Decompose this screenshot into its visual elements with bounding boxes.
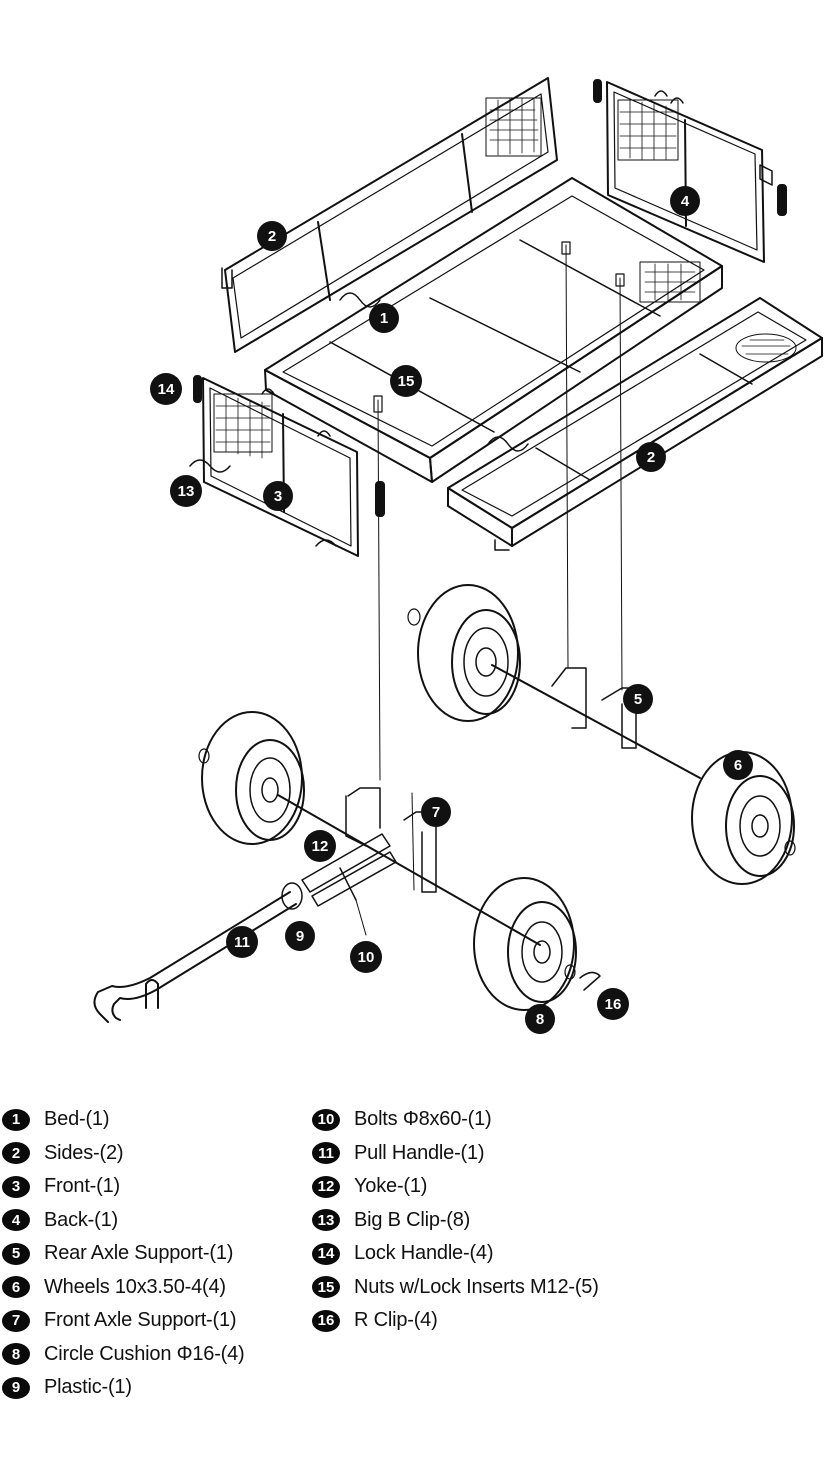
legend-label: Big B Clip-(8) bbox=[354, 1208, 471, 1231]
legend-badge: 14 bbox=[312, 1242, 340, 1265]
legend-label: Pull Handle-(1) bbox=[354, 1141, 485, 1164]
legend-badge: 7 bbox=[2, 1309, 30, 1332]
legend-label: Circle Cushion Φ16-(4) bbox=[44, 1342, 245, 1365]
svg-text:5: 5 bbox=[634, 691, 642, 708]
svg-text:8: 8 bbox=[536, 1011, 544, 1028]
callout-4: 4 bbox=[670, 186, 700, 216]
legend-label: Bed-(1) bbox=[44, 1108, 110, 1131]
svg-text:4: 4 bbox=[681, 193, 690, 210]
legend-label: Plastic-(1) bbox=[44, 1376, 132, 1399]
callout-1: 1 bbox=[369, 303, 399, 333]
legend-badge: 2 bbox=[2, 1142, 30, 1165]
legend-badge: 1 bbox=[2, 1108, 30, 1131]
legend-item-back: 4 Back-(1) bbox=[2, 1204, 245, 1238]
legend-badge: 16 bbox=[312, 1309, 340, 1332]
callout-9: 9 bbox=[285, 921, 315, 951]
callout-2: 2 bbox=[257, 221, 287, 251]
legend-badge: 4 bbox=[2, 1209, 30, 1232]
legend-label: Back-(1) bbox=[44, 1208, 118, 1231]
legend-item-nuts: 15 Nuts w/Lock Inserts M12-(5) bbox=[312, 1271, 599, 1305]
callout-8: 8 bbox=[525, 1004, 555, 1034]
callout-15: 15 bbox=[390, 365, 422, 397]
legend-item-big-b-clip: 13 Big B Clip-(8) bbox=[312, 1204, 599, 1238]
legend-item-rear-axle-support: 5 Rear Axle Support-(1) bbox=[2, 1237, 245, 1271]
legend-item-plastic: 9 Plastic-(1) bbox=[2, 1371, 245, 1405]
legend-badge: 10 bbox=[312, 1108, 340, 1131]
front-axle-assembly bbox=[198, 711, 601, 1011]
parts-legend-right: 10 Bolts Φ8x60-(1) 11 Pull Handle-(1) 12 Yo… bbox=[312, 1103, 599, 1338]
legend-label: Sides-(2) bbox=[44, 1141, 124, 1164]
svg-text:2: 2 bbox=[268, 228, 276, 245]
svg-text:6: 6 bbox=[734, 757, 742, 774]
callout-13: 13 bbox=[170, 475, 202, 507]
legend-badge: 6 bbox=[2, 1276, 30, 1299]
legend-label: Lock Handle-(4) bbox=[354, 1242, 494, 1265]
legend-item-sides: 2 Sides-(2) bbox=[2, 1137, 245, 1171]
legend-item-wheels: 6 Wheels 10x3.50-4(4) bbox=[2, 1271, 245, 1305]
callout-5: 5 bbox=[623, 684, 653, 714]
parts-legend-left: 1 Bed-(1) 2 Sides-(2) 3 Front-(1) 4 Back-(1)… bbox=[2, 1103, 245, 1405]
callout-14: 14 bbox=[150, 373, 182, 405]
legend-item-bolts: 10 Bolts Φ8x60-(1) bbox=[312, 1103, 599, 1137]
legend-label: R Clip-(4) bbox=[354, 1309, 438, 1332]
legend-badge: 11 bbox=[312, 1142, 340, 1165]
right-side-panel bbox=[447, 297, 823, 551]
svg-text:14: 14 bbox=[158, 381, 175, 398]
legend-badge: 9 bbox=[2, 1376, 30, 1399]
svg-text:11: 11 bbox=[234, 934, 250, 951]
left-side-panel bbox=[221, 77, 558, 353]
svg-text:12: 12 bbox=[312, 838, 329, 855]
front-panel bbox=[189, 375, 385, 557]
svg-text:13: 13 bbox=[178, 483, 195, 500]
svg-text:1: 1 bbox=[380, 310, 388, 327]
callout-6: 6 bbox=[723, 750, 753, 780]
legend-label: Wheels 10x3.50-4(4) bbox=[44, 1275, 226, 1298]
legend-badge: 12 bbox=[312, 1175, 340, 1198]
callout-11: 11 bbox=[226, 926, 258, 958]
svg-text:2: 2 bbox=[647, 449, 655, 466]
svg-text:15: 15 bbox=[398, 373, 415, 390]
callout-3: 3 bbox=[263, 481, 293, 511]
legend-item-bed: 1 Bed-(1) bbox=[2, 1103, 245, 1137]
svg-text:10: 10 bbox=[358, 949, 375, 966]
exploded-assembly-diagram: 1 2 2 3 4 5 6 7 8 9 10 11 12 13 14 15 16 bbox=[93, 77, 823, 1034]
legend-item-lock-handle: 14 Lock Handle-(4) bbox=[312, 1237, 599, 1271]
callout-10: 10 bbox=[350, 941, 382, 973]
callout-12: 12 bbox=[304, 830, 336, 862]
legend-item-front-axle-support: 7 Front Axle Support-(1) bbox=[2, 1304, 245, 1338]
back-panel bbox=[593, 79, 787, 263]
legend-badge: 15 bbox=[312, 1276, 340, 1299]
legend-label: Front-(1) bbox=[44, 1175, 120, 1198]
callout-2: 2 bbox=[636, 442, 666, 472]
legend-item-pull-handle: 11 Pull Handle-(1) bbox=[312, 1137, 599, 1171]
legend-badge: 8 bbox=[2, 1343, 30, 1366]
legend-label: Nuts w/Lock Inserts M12-(5) bbox=[354, 1275, 599, 1298]
legend-label: Bolts Φ8x60-(1) bbox=[354, 1108, 492, 1131]
legend-item-yoke: 12 Yoke-(1) bbox=[312, 1170, 599, 1204]
legend-badge: 5 bbox=[2, 1242, 30, 1265]
callout-7: 7 bbox=[421, 797, 451, 827]
legend-label: Rear Axle Support-(1) bbox=[44, 1242, 234, 1265]
pull-handle bbox=[93, 891, 297, 1023]
svg-text:16: 16 bbox=[605, 996, 622, 1013]
bed bbox=[264, 177, 723, 483]
svg-text:3: 3 bbox=[274, 488, 282, 505]
legend-item-front: 3 Front-(1) bbox=[2, 1170, 245, 1204]
legend-label: Front Axle Support-(1) bbox=[44, 1309, 237, 1332]
svg-text:9: 9 bbox=[296, 928, 304, 945]
legend-item-r-clip: 16 R Clip-(4) bbox=[312, 1304, 599, 1338]
rear-axle-assembly bbox=[407, 584, 796, 885]
fastener-guide-lines bbox=[373, 241, 625, 891]
yoke-and-hardware bbox=[281, 833, 397, 936]
legend-item-circle-cushion: 8 Circle Cushion Φ16-(4) bbox=[2, 1338, 245, 1372]
legend-label: Yoke-(1) bbox=[354, 1175, 428, 1198]
legend-badge: 13 bbox=[312, 1209, 340, 1232]
callout-16: 16 bbox=[597, 988, 629, 1020]
legend-badge: 3 bbox=[2, 1175, 30, 1198]
svg-text:7: 7 bbox=[432, 804, 440, 821]
